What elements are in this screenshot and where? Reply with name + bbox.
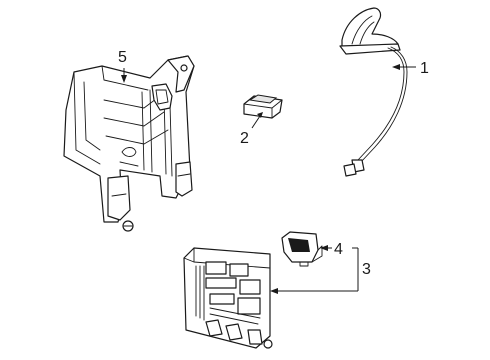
control-module bbox=[183, 247, 273, 349]
callout-1-label: 1 bbox=[420, 60, 429, 77]
callout-3: 3 bbox=[270, 247, 371, 294]
callout-2: 2 bbox=[240, 112, 263, 147]
mounting-bracket bbox=[63, 55, 195, 232]
small-module bbox=[243, 94, 283, 119]
small-bracket bbox=[281, 231, 323, 267]
callout-4-label: 4 bbox=[334, 241, 343, 258]
callout-2-label: 2 bbox=[240, 130, 249, 147]
callout-5: 5 bbox=[118, 49, 127, 83]
antenna-assembly bbox=[339, 7, 408, 177]
callout-3-label: 3 bbox=[362, 261, 371, 278]
callout-4: 4 bbox=[320, 241, 343, 258]
callout-1: 1 bbox=[392, 60, 429, 77]
callout-5-label: 5 bbox=[118, 49, 127, 66]
